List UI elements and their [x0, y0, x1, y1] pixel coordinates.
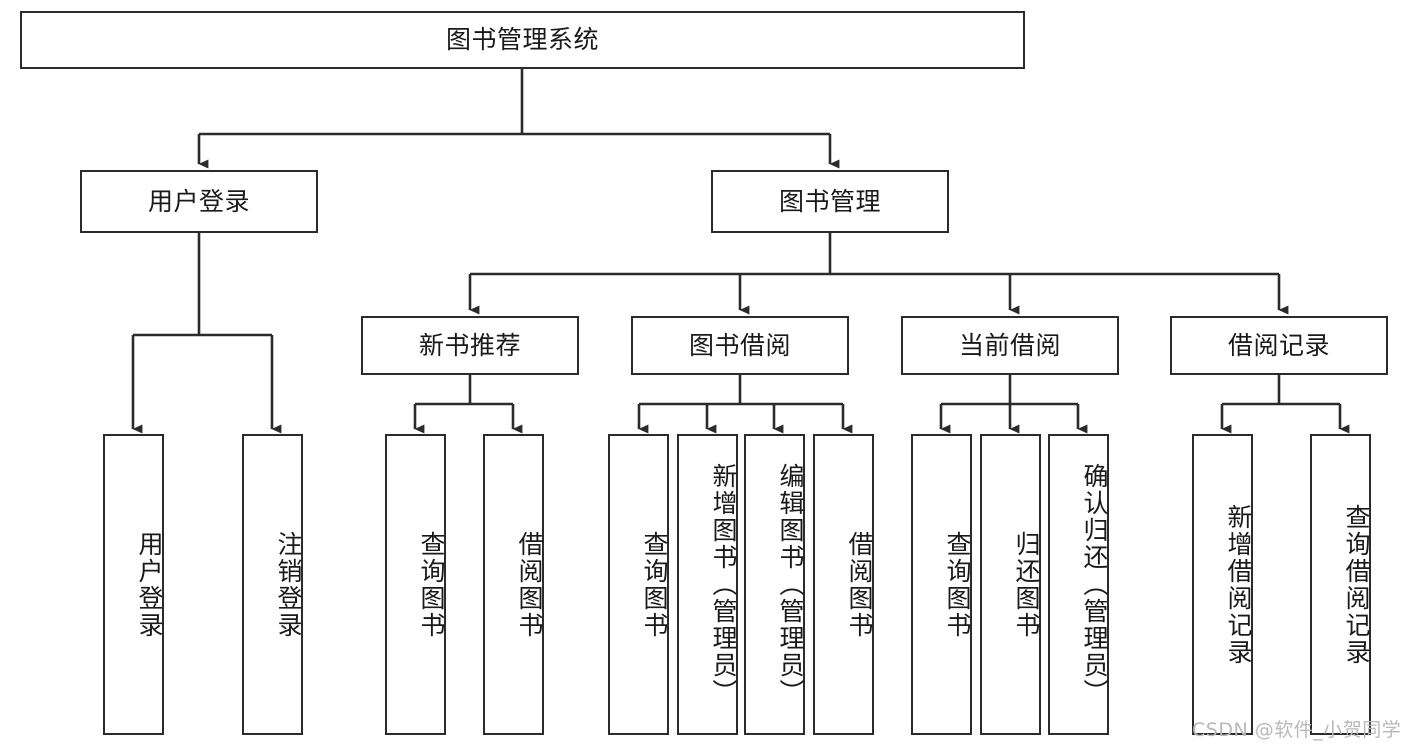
node-label: 查询图书 — [417, 530, 446, 639]
node-label: 图书管理系统 — [445, 25, 599, 54]
node-label: 确认归还（管理员） — [1080, 463, 1109, 706]
node-label: 新增图书（管理员） — [709, 463, 738, 706]
node-label: 图书借阅 — [688, 330, 791, 360]
node-label: 图书管理 — [778, 186, 881, 216]
node-new-book-recommendation[interactable]: 新书推荐 — [361, 316, 579, 375]
leaf-query-book-recommend[interactable]: 查询图书 — [385, 434, 446, 735]
leaf-logout[interactable]: 注销登录 — [242, 434, 303, 735]
node-user-login[interactable]: 用户登录 — [80, 170, 318, 233]
node-label: 借阅图书 — [845, 530, 874, 639]
csdn-watermark: CSDN @软件_小贺同学 — [1192, 719, 1402, 741]
node-label: 用户登录 — [135, 530, 164, 639]
node-label: 编辑图书（管理员） — [776, 463, 805, 706]
leaf-confirm-return-admin[interactable]: 确认归还（管理员） — [1048, 434, 1109, 735]
leaf-borrow-book[interactable]: 借阅图书 — [813, 434, 874, 735]
node-label: 用户登录 — [147, 186, 250, 216]
node-book-management[interactable]: 图书管理 — [711, 170, 949, 233]
node-current-borrowing[interactable]: 当前借阅 — [901, 316, 1119, 375]
leaf-borrow-book-recommend[interactable]: 借阅图书 — [483, 434, 544, 735]
node-label: 查询借阅记录 — [1342, 503, 1371, 666]
leaf-add-book-admin[interactable]: 新增图书（管理员） — [677, 434, 738, 735]
node-label: 归还图书 — [1012, 530, 1041, 639]
node-label: 注销登录 — [274, 530, 303, 639]
node-label: 当前借阅 — [958, 330, 1061, 360]
leaf-query-book-current[interactable]: 查询图书 — [911, 434, 972, 735]
node-label: 借阅图书 — [515, 530, 544, 639]
leaf-user-login[interactable]: 用户登录 — [103, 434, 164, 735]
leaf-return-book[interactable]: 归还图书 — [980, 434, 1041, 735]
leaf-edit-book-admin[interactable]: 编辑图书（管理员） — [744, 434, 805, 735]
node-book-borrowing[interactable]: 图书借阅 — [631, 316, 849, 375]
leaf-query-book-borrow[interactable]: 查询图书 — [608, 434, 669, 735]
node-label: 借阅记录 — [1227, 330, 1330, 360]
node-book-management-system[interactable]: 图书管理系统 — [20, 11, 1025, 69]
node-label: 新书推荐 — [418, 330, 521, 360]
leaf-add-borrow-record[interactable]: 新增借阅记录 — [1192, 434, 1253, 735]
node-label: 新增借阅记录 — [1224, 503, 1253, 666]
node-borrowing-record[interactable]: 借阅记录 — [1170, 316, 1388, 375]
node-label: 查询图书 — [640, 530, 669, 639]
leaf-query-borrow-record[interactable]: 查询借阅记录 — [1310, 434, 1371, 735]
node-label: 查询图书 — [943, 530, 972, 639]
